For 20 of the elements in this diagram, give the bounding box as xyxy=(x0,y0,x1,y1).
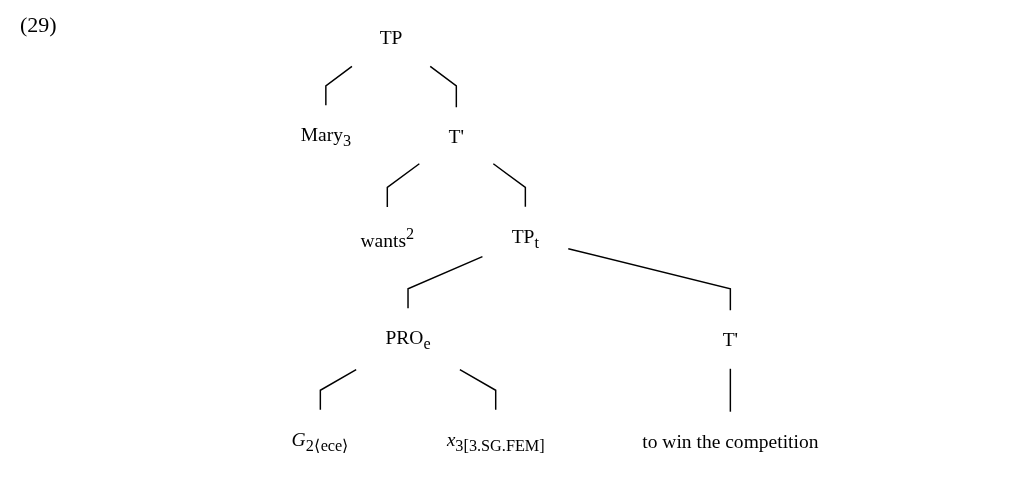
connector xyxy=(492,163,527,208)
connector xyxy=(407,255,484,310)
node-text: x$_{3[3.SG.FEM]}$ xyxy=(446,428,545,455)
node-text: T' xyxy=(722,328,739,351)
connector xyxy=(325,65,353,107)
connector xyxy=(729,368,732,413)
connector xyxy=(429,65,458,109)
example-number: (29) xyxy=(20,12,57,37)
connector xyxy=(567,247,732,311)
node-text: T' xyxy=(448,125,465,148)
node-text: Mary$_{3}$ xyxy=(300,123,352,151)
node-text: TP$_{t}$ xyxy=(511,225,539,252)
node-text: G$_{2⟨ece⟩}$ xyxy=(291,428,350,455)
node-text: PRO$_{e}$ xyxy=(385,326,431,354)
connector xyxy=(386,163,421,208)
connector xyxy=(319,368,357,411)
node-text: wants$^{2}$ xyxy=(360,224,415,251)
connector xyxy=(459,368,497,411)
node-text: TP xyxy=(379,26,403,48)
node-text: to win the competition xyxy=(642,430,819,452)
